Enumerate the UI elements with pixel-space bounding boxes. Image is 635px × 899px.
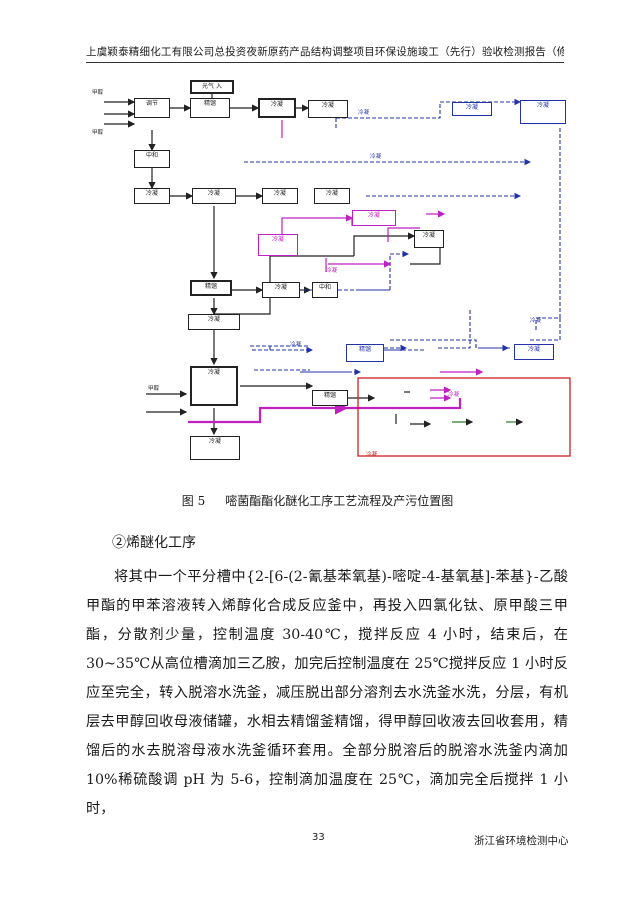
- flow-box: 中和: [312, 282, 338, 298]
- header-rule: [86, 62, 564, 63]
- footer-organization: 浙江省环境检测中心: [474, 835, 569, 847]
- flow-box: 冷凝: [514, 344, 554, 360]
- body-paragraph: 将其中一个平分槽中{2-[6-(2-氰基苯氧基)-嘧啶-4-基氧基]-苯基}-乙…: [86, 569, 568, 817]
- flow-label: 冷凝: [326, 268, 338, 274]
- flow-box: 冷凝: [314, 188, 350, 204]
- flow-label: 冷凝: [290, 342, 302, 348]
- flow-box: 冷凝: [258, 234, 298, 256]
- flow-box: 冷凝: [134, 188, 170, 204]
- flow-box: 冷凝: [262, 188, 298, 204]
- flow-box: 精馏: [312, 390, 348, 406]
- flow-label: 甲醇: [92, 130, 104, 136]
- figure-caption: 图 5 嘧菌酯酯化醚化工序工艺流程及产污位置图: [0, 492, 635, 509]
- flow-box: 中和: [134, 150, 170, 168]
- flow-box: 冷凝: [190, 366, 238, 406]
- flow-box: 冷凝: [258, 98, 296, 118]
- process-flow-diagram: 调节 中和 光气 入 精馏 冷凝 冷凝 冷凝 冷凝 冷凝 冷凝 冷凝 冷凝 冷凝…: [90, 68, 580, 478]
- flow-label: 冷凝: [448, 392, 460, 398]
- flow-label: 冷凝: [370, 154, 382, 160]
- page-header: 上虞颖泰精细化工有限公司总投资夜新原药产品结构调整项目环保设施竣工（先行）验收检…: [86, 46, 564, 58]
- flow-label: 甲醇: [92, 90, 104, 96]
- flow-box: 冷凝: [308, 100, 348, 118]
- flow-box: 冷凝: [188, 314, 240, 330]
- flow-box: 精馏: [346, 344, 384, 362]
- flow-box: 精馏: [190, 280, 232, 296]
- flow-label: 冷凝: [530, 318, 542, 324]
- flow-box: 冷凝: [452, 102, 492, 116]
- flow-box: 冷凝: [520, 100, 566, 124]
- flow-label: 冷凝: [358, 110, 370, 116]
- section-heading: ②烯醚化工序: [112, 535, 196, 551]
- flow-label: 甲醇: [148, 386, 160, 392]
- flow-box: 冷凝: [262, 282, 300, 298]
- figure-title: 嘧菌酯酯化醚化工序工艺流程及产污位置图: [225, 494, 454, 508]
- flow-box: 精馏: [190, 98, 230, 118]
- flow-box: 冷凝: [190, 436, 240, 460]
- flow-box: 冷凝: [352, 210, 396, 226]
- flow-box: 光气 入: [190, 80, 234, 94]
- flow-box: 调节: [134, 98, 170, 118]
- flow-label: 冷凝: [366, 452, 378, 458]
- flow-box: 冷凝: [192, 188, 236, 204]
- figure-number: 图 5: [181, 494, 206, 508]
- flow-box: 冷凝: [414, 230, 444, 248]
- page-number: 33: [312, 832, 325, 843]
